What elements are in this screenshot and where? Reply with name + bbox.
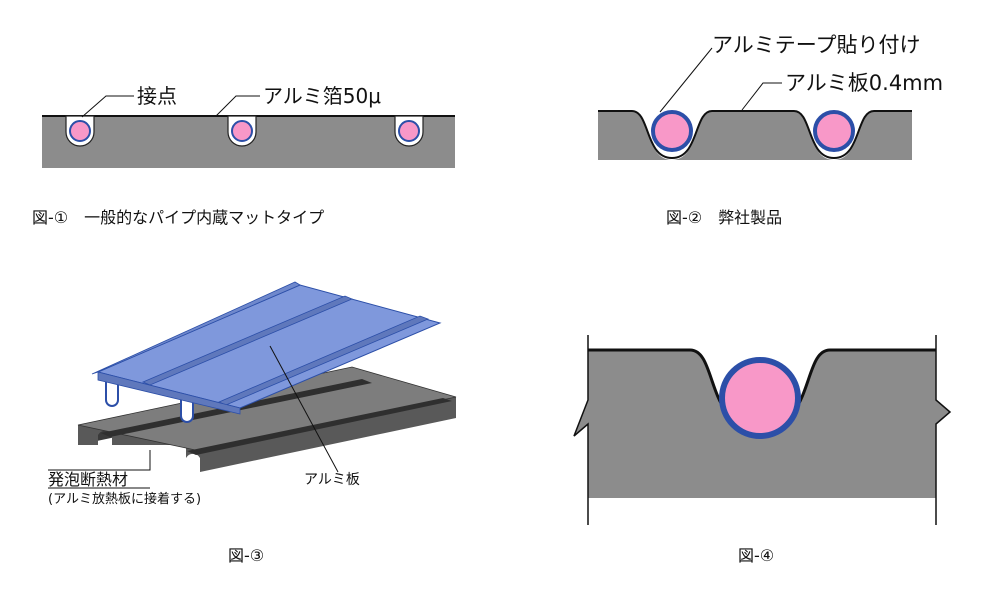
fig4-caption: 図-④: [738, 546, 775, 565]
fig2-tape-leader: [659, 47, 713, 113]
figure-3: 発泡断熱材 (アルミ放熱板に接着する) アルミ板: [48, 281, 457, 507]
figure-2: アルミテープ貼り付け アルミ板0.4mm: [598, 33, 943, 160]
fig3-plate-channel: [180, 398, 194, 423]
fig1-foil-leader: [215, 95, 260, 117]
fig4-pipe: [719, 357, 801, 439]
fig1-pipe: [65, 115, 95, 147]
fig4-break-line-left: [573, 335, 589, 525]
fig3-label-foam-note: (アルミ放熱板に接着する): [48, 491, 201, 507]
fig1-pipe: [227, 115, 257, 147]
fig1-caption: 図-① 一般的なパイプ内蔵マットタイプ: [32, 208, 325, 227]
figure-1: 接点 アルミ箔50μ: [42, 84, 455, 168]
fig1-label-foil: アルミ箔50μ: [263, 84, 381, 108]
fig3-label-plate: アルミ板: [304, 472, 360, 488]
fig2-foam-mat: [598, 111, 912, 160]
fig2-caption: 図-② 弊社製品: [666, 208, 783, 227]
fig2-label-tape: アルミテープ貼り付け: [712, 33, 921, 57]
fig1-contact-leader: [81, 95, 134, 118]
figure-4: [573, 335, 952, 525]
fig3-caption: 図-③: [228, 546, 265, 565]
fig1-pipe: [394, 115, 424, 147]
fig1-label-contact: 接点: [137, 84, 177, 108]
fig4-break-line-right: [935, 335, 952, 525]
fig3-plate-channel: [105, 381, 119, 407]
fig2-aluminum-plate: [598, 110, 912, 160]
fig2-pipe: [651, 110, 693, 152]
fig3-label-foam: 発泡断熱材: [48, 470, 128, 489]
fig2-plate-leader: [741, 82, 782, 111]
fig3-foam-leader: [48, 450, 151, 471]
fig2-label-plate: アルミ板0.4mm: [785, 71, 943, 95]
fig4-foam-block: [574, 350, 950, 498]
fig2-pipe: [813, 110, 855, 152]
fig3-plate-leader: [269, 345, 339, 473]
